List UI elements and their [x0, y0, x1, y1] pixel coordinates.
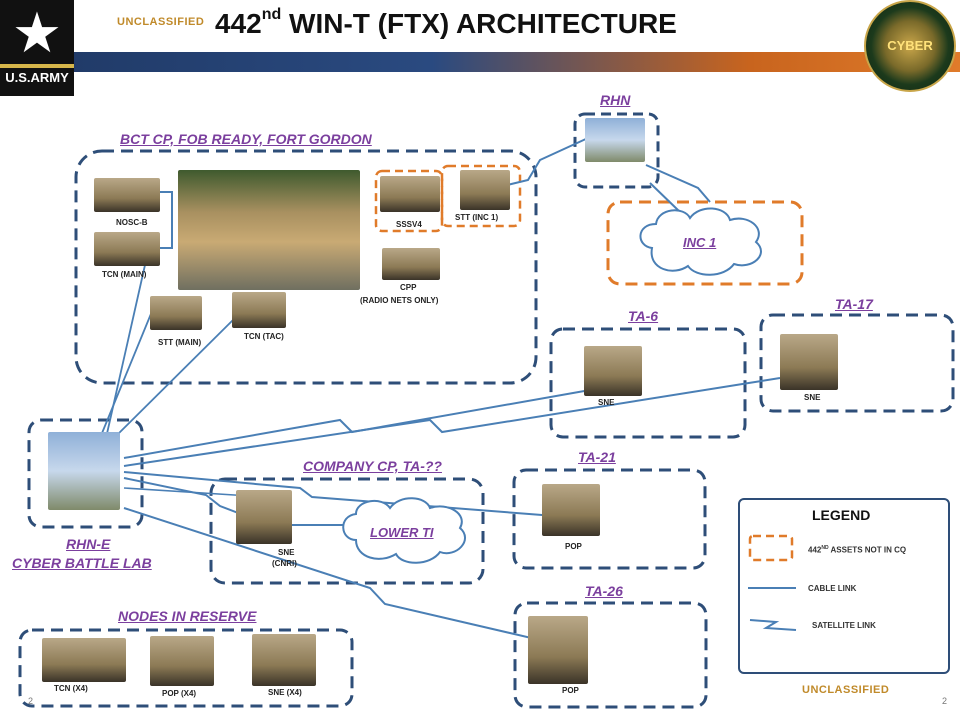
sssv4-image: [380, 176, 440, 212]
ta21-pop-label: POP: [565, 542, 582, 551]
ta6-box: [549, 327, 747, 439]
bct-cp-label: BCT CP, FOB READY, FORT GORDON: [120, 131, 372, 147]
cable-inc1-rhn: [649, 182, 681, 213]
ta17-sne-label: SNE: [804, 393, 821, 402]
stt-inc1-box: [440, 164, 522, 228]
tcn-tac-label: TCN (TAC): [244, 332, 284, 341]
ta17-box: [759, 313, 955, 413]
bct-cp-box: [74, 149, 538, 385]
rhn-box: [573, 112, 660, 189]
logo-stripe: [0, 64, 74, 68]
ta21-box: [512, 468, 707, 570]
sat-rhn-inc1: [645, 164, 711, 203]
ta17-sne-image: [780, 334, 838, 390]
star-icon: ★: [11, 1, 63, 64]
reserve-sne-label: SNE (X4): [268, 688, 302, 697]
cpp-label: CPP: [400, 283, 417, 292]
stt-inc1-label: STT (INC 1): [455, 213, 499, 222]
cnri-sne-image: [236, 490, 292, 544]
nodes-in-reserve-label: NODES IN RESERVE: [118, 608, 257, 624]
reserve-tcn-image: [42, 638, 126, 682]
cable-rhn-e-tcn: [105, 264, 146, 439]
ta21-pop-image: [542, 484, 600, 536]
page-title: 442nd WIN-T (FTX) ARCHITECTURE: [215, 6, 677, 39]
reserve-tcn-label: TCN (X4): [54, 684, 88, 693]
rhn-label: RHN: [600, 92, 631, 108]
cnri-sne-label: SNE: [278, 548, 295, 557]
legend-item-assets: 442ND ASSETS NOT IN CQ: [808, 545, 907, 555]
tcn-main-label: TCN (MAIN): [102, 270, 147, 279]
cpp-sublabel: (RADIO NETS ONLY): [360, 296, 439, 305]
ta6-sne-label: SNE: [598, 398, 615, 407]
cpp-image: [382, 248, 440, 280]
nosc-b-label: NOSC-B: [116, 218, 148, 227]
ta6-label: TA-6: [628, 308, 659, 324]
reserve-pop-label: POP (X4): [162, 689, 197, 698]
stt-inc1-image: [460, 170, 510, 210]
ta6-sne-image: [584, 346, 642, 396]
tcn-main-truck-image: [94, 232, 160, 266]
company-cp-box: [209, 477, 485, 585]
reserve-pop-image: [150, 636, 214, 686]
cable-nosc-tcn: [160, 191, 173, 249]
tcn-tac-truck-image: [232, 292, 286, 328]
cyber-battle-lab-label: CYBER BATTLE LAB: [12, 555, 152, 571]
sssv4-box: [374, 169, 444, 233]
cable-rhn-e-stt: [99, 303, 156, 439]
sat-rhne-ta6: [123, 389, 591, 459]
army-logo: ★ U.S.ARMY: [0, 0, 74, 96]
sat-rhne-ta17: [123, 377, 781, 467]
bct-cp-tent-image: [178, 170, 360, 290]
rhn-dish-image: [585, 118, 645, 162]
lower-ti-cloud-label: LOWER TI: [370, 525, 434, 540]
sat-rhne-cnri: [123, 477, 247, 517]
legend-item-cable: CABLE LINK: [808, 584, 857, 593]
inc1-cloud-label: INC 1: [683, 235, 717, 250]
legend-dash-sample: [748, 534, 794, 562]
legend-panel: [738, 498, 950, 674]
classification-top: UNCLASSIFIED: [117, 16, 205, 28]
cyber-seal: CYBER: [864, 0, 956, 92]
ta26-box: [513, 601, 708, 709]
seal-text: CYBER: [887, 38, 933, 53]
reserve-sne-image: [252, 634, 316, 686]
legend-item-satellite: SATELLITE LINK: [812, 621, 876, 630]
nosc-b-truck-image: [94, 178, 160, 212]
classification-bottom: UNCLASSIFIED: [802, 684, 890, 696]
inc1-cloud: [639, 207, 762, 276]
sssv4-label: SSSV4: [396, 220, 422, 229]
army-wordmark: U.S.ARMY: [5, 70, 69, 85]
legend-title: LEGEND: [812, 507, 871, 523]
ta21-label: TA-21: [578, 449, 616, 465]
cable-rhn-e-tac: [111, 317, 236, 441]
ta17-label: TA-17: [835, 296, 873, 312]
company-cp-label: COMPANY CP, TA-??: [303, 458, 442, 474]
sat-rhne-company: [123, 487, 251, 497]
rhn-e-dish-image: [48, 432, 120, 510]
lower-ti-cloud: [342, 497, 467, 564]
inc1-box: [606, 200, 804, 286]
cnri-sne-sublabel: (CNRI): [272, 559, 297, 568]
header-band: [0, 52, 960, 72]
sat-rhne-ta26: [123, 507, 541, 641]
ta26-pop-label: POP: [562, 686, 579, 695]
rhn-e-box: [27, 418, 144, 529]
reserve-box: [18, 628, 354, 708]
ta26-pop-image: [528, 616, 588, 684]
page-number-right: 2: [942, 696, 948, 706]
stt-main-label: STT (MAIN): [158, 338, 202, 347]
legend-sat-sample: [749, 619, 797, 631]
rhn-e-label: RHN-E: [66, 536, 111, 552]
page-number-left: 2: [28, 696, 34, 706]
ta26-label: TA-26: [585, 583, 623, 599]
stt-main-image: [150, 296, 202, 330]
